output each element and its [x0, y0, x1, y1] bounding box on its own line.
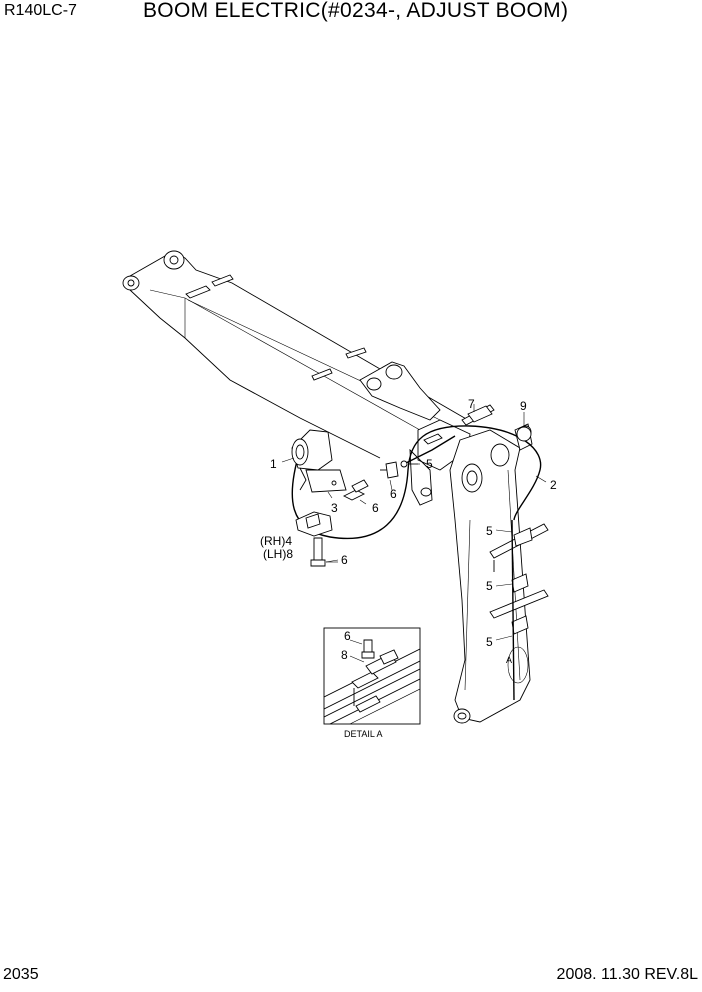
clamp-rh-lh [295, 511, 338, 567]
bracket-bolts [342, 460, 420, 501]
work-lamp [291, 429, 347, 493]
callout-5-top: 5 [426, 457, 433, 471]
leader-lines [281, 457, 547, 641]
callout-2: 2 [550, 478, 557, 492]
detail-a-reference: A [506, 655, 512, 665]
detail-a-inset: 6 8 DETAIL A [323, 627, 421, 739]
callout-5-middle: 5 [486, 579, 493, 593]
boom-arm [122, 250, 469, 459]
top-lamp-ring [467, 404, 532, 442]
callout-1: 1 [270, 457, 277, 471]
detail-callout-6: 6 [344, 629, 351, 643]
callout-9: 9 [520, 399, 527, 413]
page-number: 2035 [3, 966, 39, 983]
callout-5-lower: 5 [486, 635, 493, 649]
callout-3: 3 [331, 501, 338, 515]
detail-callout-8: 8 [341, 648, 348, 662]
callout-6-clamp: 6 [341, 553, 348, 567]
detail-a-label: DETAIL A [344, 729, 383, 739]
callout-6-bracket: 6 [372, 501, 379, 515]
callout-6-joint: 6 [390, 487, 397, 501]
model-number: R140LC-7 [4, 2, 77, 19]
callout-7: 7 [468, 397, 475, 411]
callout-8-lh: (LH)8 [263, 547, 293, 561]
revision-date: 2008. 11.30 REV.8L [556, 966, 698, 983]
page-title: BOOM ELECTRIC(#0234-, ADJUST BOOM) [143, 0, 569, 22]
callout-4-rh: (RH)4 [260, 534, 292, 548]
arm-assembly [449, 404, 549, 724]
callout-5-upper: 5 [486, 524, 493, 538]
